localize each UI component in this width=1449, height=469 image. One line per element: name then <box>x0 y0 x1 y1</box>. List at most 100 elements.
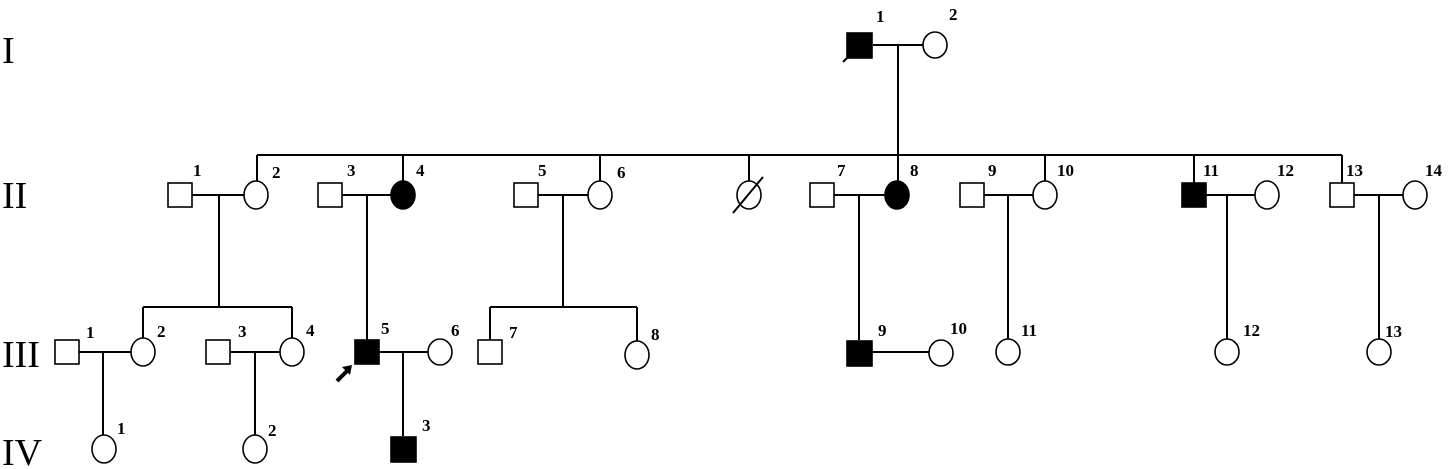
individual-number-label: 12 <box>1277 161 1294 180</box>
individual-iv-1[interactable]: 1 <box>91 419 126 464</box>
individual-number-label: 7 <box>509 323 518 342</box>
individual-number-label: 2 <box>949 5 958 24</box>
female-symbol <box>279 337 305 367</box>
male-symbol <box>846 32 873 59</box>
generation-label-ii: II <box>2 175 27 217</box>
individual-ii-4[interactable]: 4 <box>390 161 425 210</box>
female-symbol <box>587 180 613 210</box>
individual-number-label: 14 <box>1425 161 1443 180</box>
individual-number-label: 6 <box>451 321 460 340</box>
individual-number-label: 1 <box>876 7 885 26</box>
individual-ii-5[interactable]: 5 <box>513 161 547 208</box>
generation-label-iv: IV <box>2 432 43 469</box>
individual-iii-4[interactable]: 4 <box>279 321 315 367</box>
individual-number-label: 4 <box>306 321 315 340</box>
individual-number-label: 8 <box>910 161 919 180</box>
individual-number-label: 7 <box>837 161 846 180</box>
individual-number-label: 1 <box>193 161 202 180</box>
individual-number-label: 1 <box>86 323 95 342</box>
individual-number-label: 2 <box>157 322 166 341</box>
individual-i-2[interactable]: 2 <box>922 5 958 59</box>
generation-label-iii: III <box>2 334 40 376</box>
female-symbol <box>242 434 268 464</box>
individual-ii-1[interactable]: 1 <box>167 161 202 208</box>
individual-number-label: 9 <box>878 321 887 340</box>
individual-number-label: 8 <box>651 325 660 344</box>
female-symbol <box>1032 180 1058 210</box>
individual-iii-8[interactable]: 8 <box>624 325 660 370</box>
female-symbol <box>884 180 910 210</box>
individual-number-label: 5 <box>381 319 390 338</box>
individual-number-label: 1 <box>117 419 126 438</box>
individual-ii-7[interactable]: 7 <box>809 161 846 208</box>
male-symbol <box>513 182 539 208</box>
individual-number-label: 11 <box>1021 321 1037 340</box>
individual-number-label: 13 <box>1385 322 1402 341</box>
pedigree-lines <box>79 44 1403 436</box>
individual-iii-5-proband[interactable]: 5 <box>354 319 390 365</box>
individual-ii-11[interactable]: 11 <box>1181 161 1219 208</box>
individual-iii-10[interactable]: 10 <box>928 319 967 367</box>
individual-iii-3[interactable]: 3 <box>205 322 247 365</box>
individual-number-label: 12 <box>1243 321 1260 340</box>
individual-iii-11[interactable]: 11 <box>995 321 1037 366</box>
individual-number-label: 3 <box>422 416 431 435</box>
individual-iv-3[interactable]: 3 <box>390 416 431 463</box>
individual-ii-3[interactable]: 3 <box>317 161 356 208</box>
female-symbol <box>922 31 948 59</box>
arrow-head <box>342 365 352 375</box>
individual-number-label: 10 <box>1057 161 1074 180</box>
individual-number-label: 9 <box>988 161 997 180</box>
male-symbol <box>167 182 193 208</box>
individual-number-label: 5 <box>538 161 547 180</box>
male-symbol <box>477 339 503 365</box>
individual-iii-13[interactable]: 13 <box>1366 322 1402 366</box>
generation-label-i: I <box>2 30 15 72</box>
individual-number-label: 3 <box>238 322 247 341</box>
individual-ii-14[interactable]: 14 <box>1402 161 1443 210</box>
individual-number-label: 2 <box>268 421 277 440</box>
male-symbol <box>54 339 80 365</box>
individual-ii-13[interactable]: 13 <box>1329 161 1363 208</box>
male-symbol <box>205 339 231 365</box>
male-symbol <box>390 436 417 463</box>
individual-iii-1[interactable]: 1 <box>54 323 95 365</box>
female-symbol <box>624 340 650 370</box>
individual-iv-2[interactable]: 2 <box>242 421 277 464</box>
individual-number-label: 10 <box>950 319 967 338</box>
individual-number-label: 4 <box>416 161 425 180</box>
male-symbol <box>317 182 343 208</box>
female-symbol <box>995 338 1021 366</box>
female-symbol <box>390 180 416 210</box>
male-symbol <box>354 339 380 365</box>
individual-iii-7[interactable]: 7 <box>477 323 518 365</box>
individual-ii-12[interactable]: 12 <box>1254 161 1294 210</box>
individual-number-label: 13 <box>1346 161 1363 180</box>
male-symbol <box>959 182 985 208</box>
male-symbol <box>1181 182 1207 208</box>
male-symbol <box>809 182 835 208</box>
individual-ii-6[interactable]: 6 <box>587 163 626 210</box>
individual-ii-10[interactable]: 10 <box>1032 161 1074 210</box>
female-symbol <box>1402 180 1428 210</box>
pedigree-line <box>335 369 349 383</box>
individual-iii-9[interactable]: 9 <box>846 321 887 367</box>
female-symbol <box>130 337 156 367</box>
individual-ii-2[interactable]: 2 <box>243 163 281 210</box>
proband-arrow-icon <box>335 365 352 383</box>
individual-iii-6[interactable]: 6 <box>427 321 460 366</box>
individual-iii-2[interactable]: 2 <box>130 322 166 367</box>
female-symbol <box>243 180 269 210</box>
individual-ii-8[interactable]: 8 <box>884 161 919 210</box>
individual-i-1[interactable]: 1 <box>842 7 885 63</box>
individual-iii-12[interactable]: 12 <box>1214 321 1260 366</box>
female-symbol <box>1254 180 1280 210</box>
individual-number-label: 3 <box>347 161 356 180</box>
female-symbol <box>928 339 954 367</box>
individual-ii-9[interactable]: 9 <box>959 161 997 208</box>
female-symbol <box>1214 338 1240 366</box>
individual-ii-deceased[interactable] <box>732 176 764 214</box>
individual-number-label: 6 <box>617 163 626 182</box>
individual-number-label: 11 <box>1203 161 1219 180</box>
